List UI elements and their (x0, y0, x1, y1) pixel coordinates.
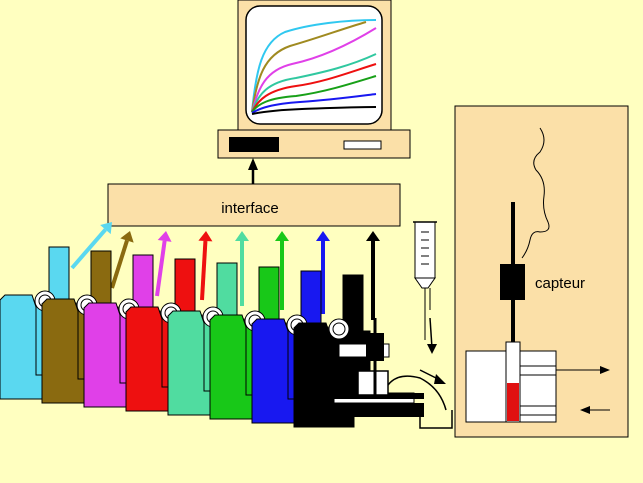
arrow-red (198, 231, 213, 301)
curve-black (251, 106, 377, 115)
instrument-arrows (70, 222, 380, 320)
interface-box: interface (107, 183, 401, 227)
arrow-magenta (155, 231, 172, 297)
sensor-cable (521, 127, 550, 259)
disk-drive (229, 137, 279, 152)
curve-olive (251, 21, 367, 113)
arrow-black (366, 231, 380, 320)
arrow-green (275, 231, 289, 310)
black-instrument-probe (338, 318, 390, 396)
arrow-cyan (70, 222, 112, 270)
arrow-blue (316, 231, 330, 314)
curve-magenta (251, 27, 377, 113)
interface-label: interface (221, 200, 279, 217)
computer (217, 0, 411, 159)
flow-tubes (387, 369, 453, 429)
monitor-curves (251, 19, 377, 115)
sensor-label: capteur (535, 275, 585, 292)
arrow-olive (110, 231, 134, 289)
curve-blue (251, 93, 377, 114)
curve-cyan (251, 19, 377, 113)
syringe (413, 221, 437, 354)
arrow-sea-green (235, 231, 249, 306)
curve-red (251, 63, 377, 113)
sensor-block (500, 264, 525, 300)
sensor-panel: capteur (454, 105, 629, 438)
instruments (0, 246, 424, 428)
curve-sea-green (251, 53, 377, 113)
curve-green (251, 75, 377, 113)
cell-red-fill (507, 383, 519, 421)
drive-slot (343, 140, 382, 150)
